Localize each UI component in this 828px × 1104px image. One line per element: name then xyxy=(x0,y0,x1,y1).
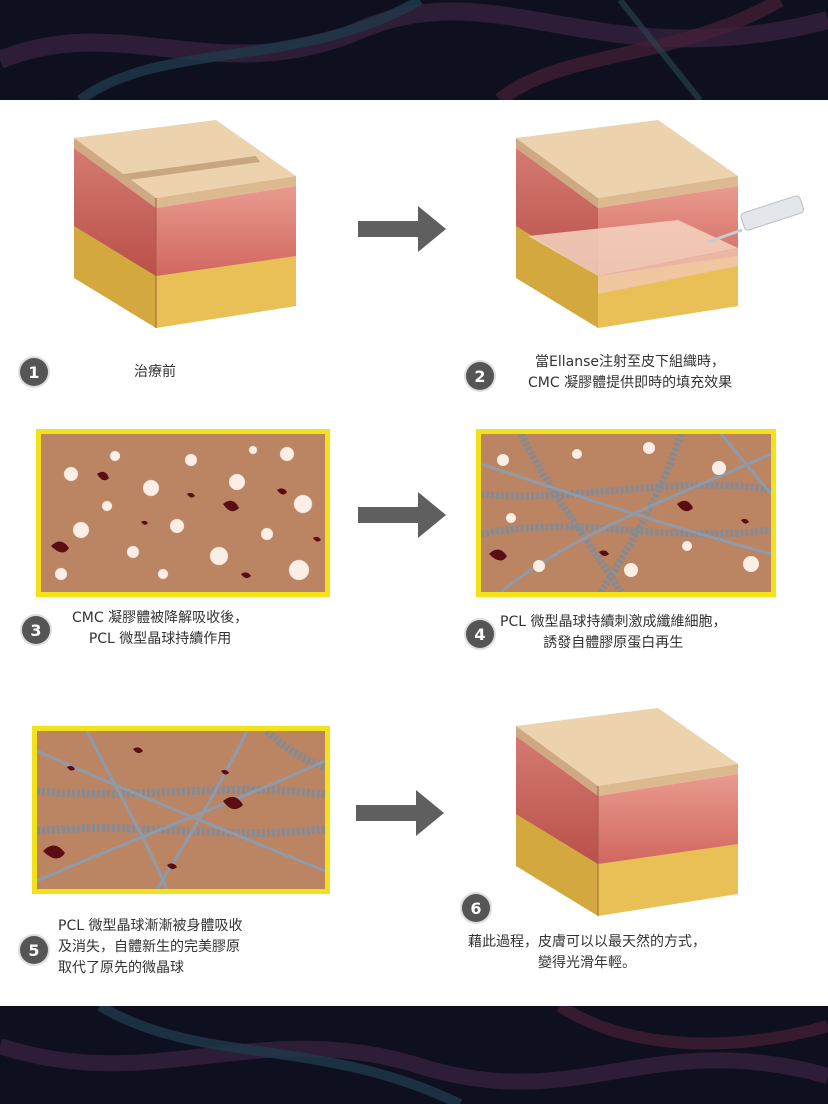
caption-line: 及消失，自體新生的完美膠原 xyxy=(58,939,240,955)
collagen-replacement-frame xyxy=(32,726,330,894)
collagen-fiber-icon xyxy=(481,434,771,592)
step-caption-5: PCL 微型晶球漸漸被身體吸收 及消失，自體新生的完美膠原 取代了原先的微晶球 xyxy=(58,916,242,979)
caption-line: PCL 微型晶球持續作用 xyxy=(88,631,232,647)
step-badge-6: 6 xyxy=(462,894,490,922)
arrow-right-icon xyxy=(356,790,444,836)
microsphere-icon xyxy=(41,434,325,592)
collagen-fiber-icon xyxy=(37,731,325,889)
step-caption-6: 藉此過程，皮膚可以以最天然的方式， 變得光滑年輕。 xyxy=(468,932,706,974)
caption-line: CMC 凝膠體被降解吸收後， xyxy=(72,610,249,626)
skin-block-icon xyxy=(74,120,296,328)
step-caption-4: PCL 微型晶球持續刺激成纖維細胞， 誘發自體膠原蛋白再生 xyxy=(500,612,726,654)
diagram-panel: 1 治療前 2 當Ellanse注射至皮下組織時， CMC 凝膠體提供即時的填充… xyxy=(0,100,828,1006)
caption-line: PCL 微型晶球持續刺激成纖維細胞， xyxy=(500,614,727,630)
step-badge-2: 2 xyxy=(466,362,494,390)
caption-line: 誘發自體膠原蛋白再生 xyxy=(543,635,684,651)
skin-block-icon xyxy=(516,708,738,916)
step-badge-5: 5 xyxy=(20,936,48,964)
step-caption-3: CMC 凝膠體被降解吸收後， PCL 微型晶球持續作用 xyxy=(72,608,248,650)
step-caption-1: 治療前 xyxy=(134,362,176,383)
caption-line: 當Ellanse注射至皮下組織時， xyxy=(535,354,726,370)
skin-block-icon xyxy=(516,120,804,328)
step-badge-1: 1 xyxy=(20,358,48,386)
step-caption-2: 當Ellanse注射至皮下組織時， CMC 凝膠體提供即時的填充效果 xyxy=(528,352,732,394)
caption-line: PCL 微型晶球漸漸被身體吸收 xyxy=(58,918,243,934)
background-top xyxy=(0,0,828,100)
step-badge-3: 3 xyxy=(22,616,50,644)
step-badge-4: 4 xyxy=(466,620,494,648)
caption-line: 治療前 xyxy=(134,364,176,380)
caption-line: 變得光滑年輕。 xyxy=(538,955,636,971)
caption-line: CMC 凝膠體提供即時的填充效果 xyxy=(528,375,733,391)
caption-line: 藉此過程，皮膚可以以最天然的方式， xyxy=(468,934,706,950)
background-bottom xyxy=(0,1006,828,1104)
syringe-icon xyxy=(707,195,804,244)
arrow-right-icon xyxy=(358,206,446,252)
arrow-right-icon xyxy=(358,492,446,538)
fibroblast-stimulation-frame xyxy=(476,429,776,597)
caption-line: 取代了原先的微晶球 xyxy=(58,960,184,976)
microsphere-gel-frame xyxy=(36,429,330,597)
